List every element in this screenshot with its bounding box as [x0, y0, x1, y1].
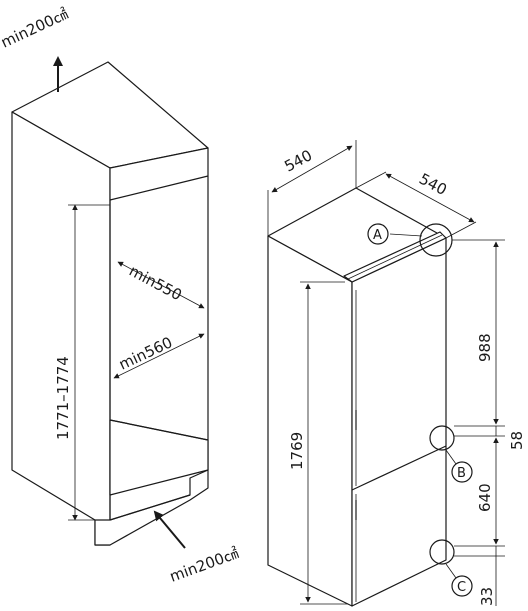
niche-height-label: 1771–1774 — [54, 356, 72, 440]
niche-width-dimension — [113, 333, 205, 379]
height-label: 1769 — [288, 432, 306, 470]
vent-top-label: min200㎠ — [0, 5, 71, 52]
width-label: 540 — [281, 146, 315, 175]
vent-bottom-label: min200㎠ — [167, 544, 241, 586]
callout-b-label: B — [457, 466, 466, 481]
dim-middle-label: 640 — [476, 483, 494, 512]
depth-label: 540 — [416, 170, 450, 199]
niche-depth-dimension — [117, 261, 205, 309]
callout-c-label: C — [457, 580, 466, 595]
door-split-line — [351, 445, 447, 491]
callout-c — [429, 539, 473, 597]
dim-gap-label: 58 — [508, 431, 526, 450]
cabinet-left-side — [11, 111, 111, 546]
vent-bottom-arrow — [153, 510, 186, 549]
appliance-left-side — [267, 235, 353, 607]
width-dimension — [267, 140, 357, 236]
appliance-body — [267, 187, 447, 607]
dim-upper-label: 988 — [476, 333, 494, 362]
right-dimensions — [452, 239, 505, 606]
dim-lower-label: 33 — [478, 587, 496, 606]
cabinet-niche — [11, 61, 209, 546]
niche-depth-label: min550 — [126, 262, 185, 305]
appliance-front — [351, 237, 447, 607]
callout-a-label: A — [373, 228, 382, 243]
niche-height-dimension — [68, 204, 110, 521]
niche-width-label: min560 — [116, 333, 175, 373]
height-dimension — [300, 281, 348, 605]
callout-b — [429, 425, 473, 483]
